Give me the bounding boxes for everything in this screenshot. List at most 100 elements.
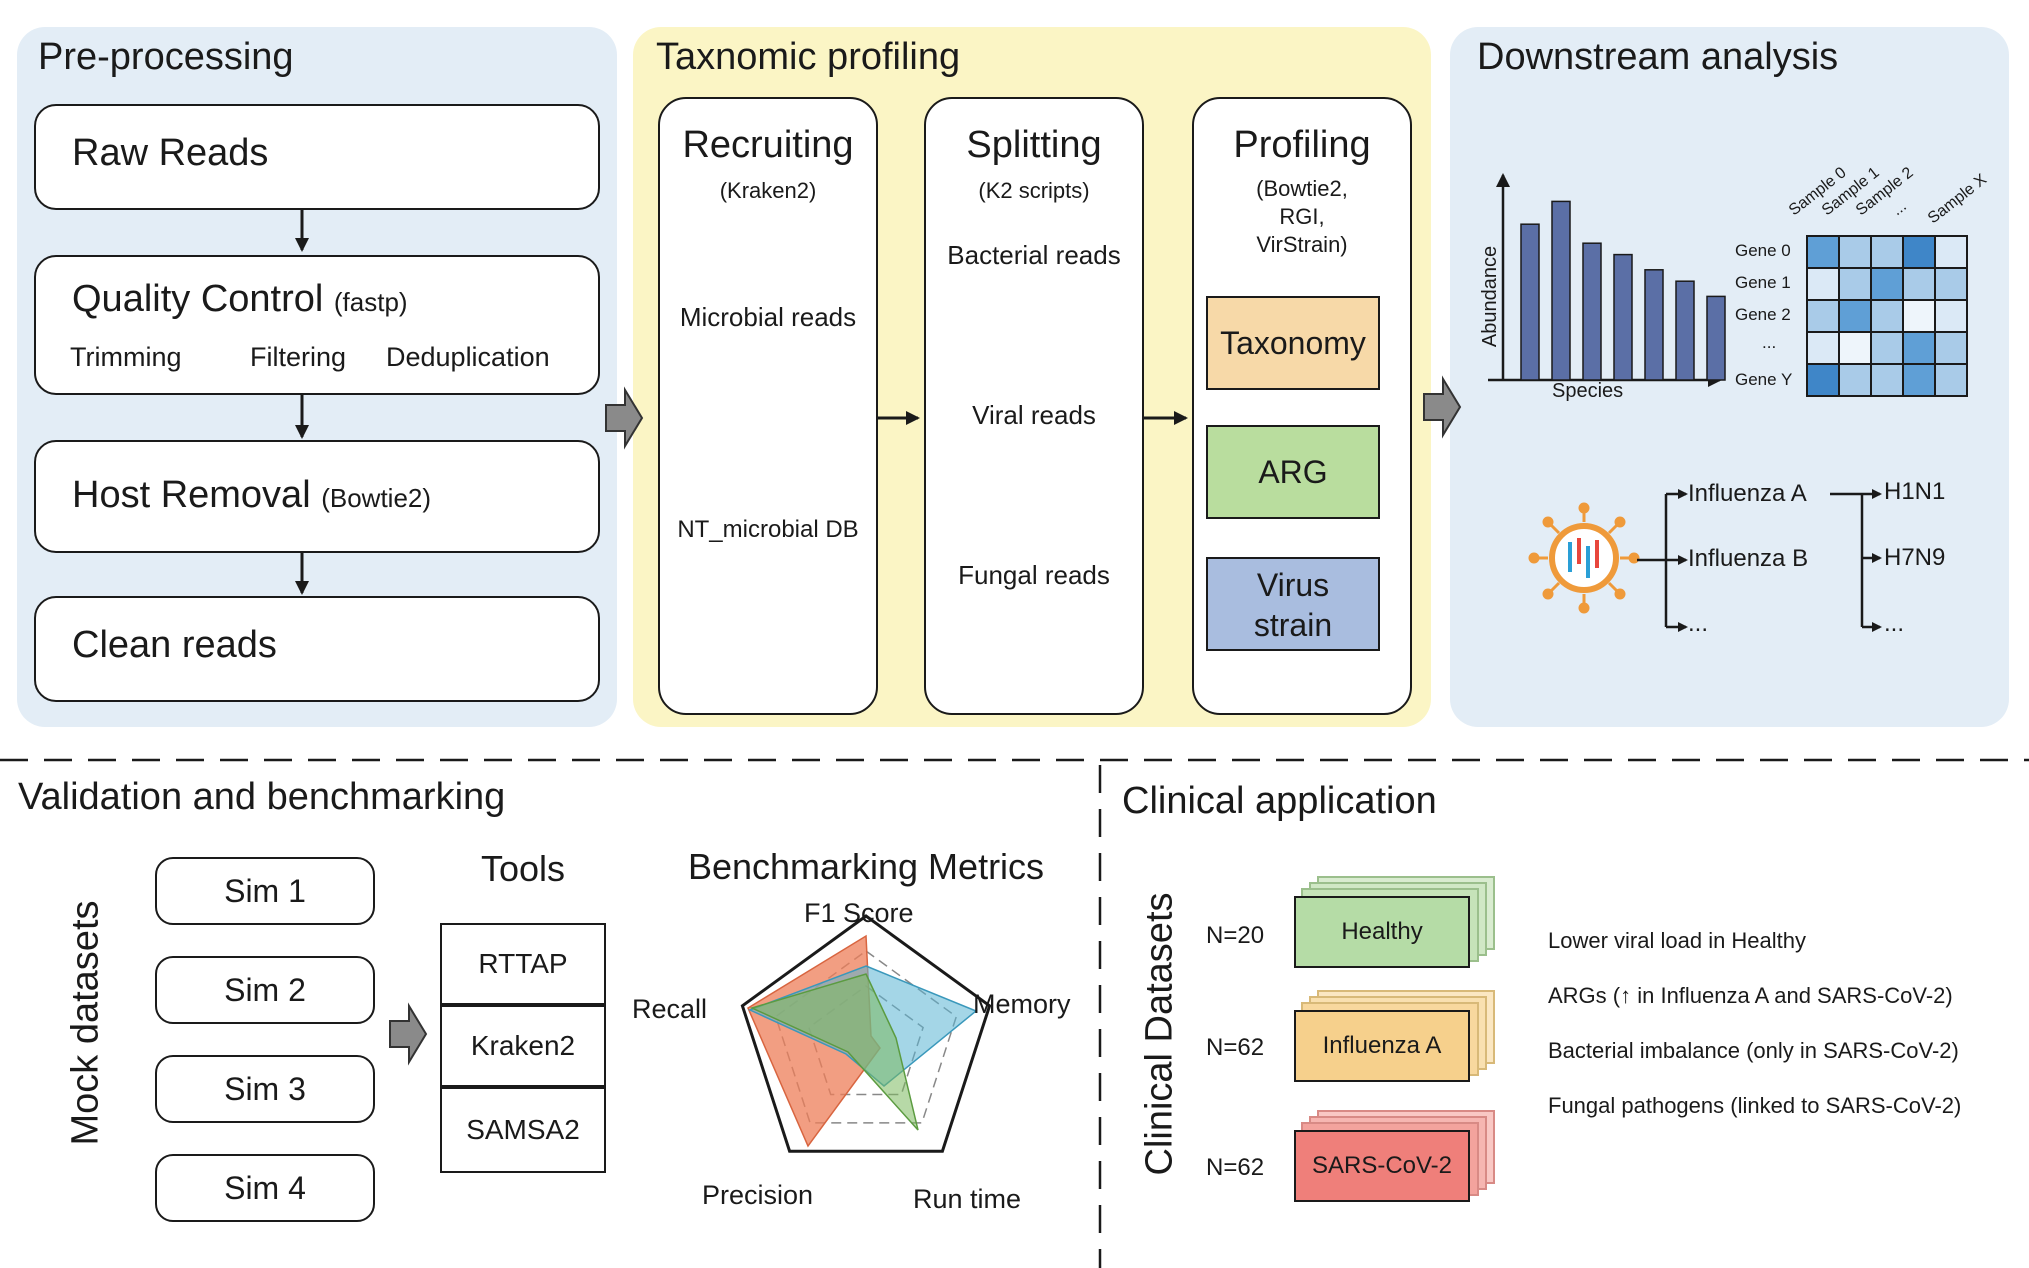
arg-card: ARG: [1206, 425, 1380, 519]
profiling-tool-3: VirStrain): [1256, 232, 1348, 257]
arg-card-label: ARG: [1258, 453, 1328, 490]
validation-title: Validation and benchmarking: [18, 776, 506, 818]
sars-card-label: SARS-CoV-2: [1311, 1152, 1453, 1179]
microbial-reads-label: Microbial reads: [679, 302, 857, 332]
healthy-card-label: Healthy: [1341, 918, 1423, 945]
metric-run-time: Run time: [913, 1184, 1022, 1214]
sim-3-box: Sim 3: [155, 1055, 375, 1123]
heatmap-cell: [1870, 363, 1904, 397]
influenza-card: Influenza A: [1294, 1010, 1470, 1082]
host-removal-title: Host Removal: [72, 474, 311, 516]
influenza-n: N=62: [1206, 1034, 1265, 1061]
species-bar: [1644, 269, 1664, 381]
heatmap-cell: [1838, 299, 1872, 333]
gene-heatmap: [1806, 235, 1968, 397]
strain-influenza-b: Influenza B: [1688, 545, 1809, 572]
heatmap-cell: [1934, 235, 1968, 269]
species-bar: [1520, 223, 1540, 381]
abundance-bar-chart: [1488, 173, 1726, 387]
metric-precision: Precision: [702, 1180, 814, 1210]
nt-microbial-db-label: NT_microbial DB: [677, 516, 859, 543]
heatmap-cell: [1806, 363, 1840, 397]
preprocessing-title: Pre-processing: [38, 36, 294, 78]
tool-samsa2-label: SAMSA2: [466, 1114, 580, 1145]
recruiting-column: [658, 97, 878, 715]
subtype-more: ...: [1884, 610, 1905, 637]
tool-kraken2-label: Kraken2: [470, 1030, 576, 1061]
block-arrow-right-icon: [1423, 375, 1462, 439]
strain-more: ...: [1688, 610, 1709, 637]
heatmap-cell: [1806, 267, 1840, 301]
heatmap-cell: [1838, 363, 1872, 397]
metrics-title: Benchmarking Metrics: [687, 846, 1045, 887]
raw-reads-label: Raw Reads: [72, 132, 269, 174]
clean-reads-box: [34, 596, 600, 702]
heatmap-cell: [1902, 235, 1936, 269]
species-bar: [1582, 242, 1602, 381]
healthy-n: N=20: [1206, 922, 1265, 949]
clinical-datasets-label: Clinical Datasets: [1138, 892, 1181, 1176]
clinical-title: Clinical application: [1122, 780, 1437, 822]
species-bar: [1613, 253, 1633, 381]
viral-reads-label: Viral reads: [972, 400, 1096, 430]
sim-4-label: Sim 4: [224, 1169, 306, 1206]
splitting-column: [924, 97, 1144, 715]
sim-3-label: Sim 3: [224, 1070, 306, 1107]
recruiting-tool: (Kraken2): [719, 178, 817, 203]
profiling-tool-2: RGI,: [1279, 204, 1325, 229]
splitting-title: Splitting: [966, 124, 1102, 166]
heatmap-cell: [1934, 363, 1968, 397]
sars-card: SARS-CoV-2: [1294, 1130, 1470, 1202]
heatmap-cell: [1838, 235, 1872, 269]
heatmap-row-label: Gene 2: [1735, 305, 1791, 324]
abundance-axis-label: Abundance: [1479, 245, 1502, 348]
mock-datasets-label: Mock datasets: [64, 900, 107, 1146]
heatmap-cell: [1902, 331, 1936, 365]
heatmap-cell: [1870, 331, 1904, 365]
downstream-title: Downstream analysis: [1477, 36, 1839, 78]
heatmap-cell: [1838, 331, 1872, 365]
heatmap-row-label: Gene Y: [1735, 370, 1793, 389]
virus-icon: [1528, 502, 1640, 614]
virus-card-label: Virus: [1256, 567, 1330, 603]
block-arrow-right-icon: [389, 1002, 428, 1066]
qc-tool: (fastp): [333, 287, 408, 317]
heatmap-cell: [1870, 299, 1904, 333]
tools-title: Tools: [480, 848, 566, 889]
tool-rttap-label: RTTAP: [478, 948, 568, 979]
subtype-h1n1: H1N1: [1884, 478, 1946, 505]
sim-2-label: Sim 2: [224, 971, 306, 1008]
heatmap-cell: [1934, 299, 1968, 333]
heatmap-cell: [1806, 299, 1840, 333]
sars-n: N=62: [1206, 1154, 1265, 1181]
fungal-reads-label: Fungal reads: [958, 560, 1110, 590]
heatmap-row-label: Gene 1: [1735, 273, 1791, 292]
profiling-tool-1: (Bowtie2,: [1256, 176, 1348, 201]
heatmap-cell: [1806, 331, 1840, 365]
heatmap-cell: [1806, 235, 1840, 269]
heatmap-cell: [1934, 267, 1968, 301]
heatmap-cell: [1902, 267, 1936, 301]
splitting-tool: (K2 scripts): [978, 178, 1090, 203]
heatmap-cell: [1870, 267, 1904, 301]
raw-reads-box: [34, 104, 600, 210]
bacterial-reads-label: Bacterial reads: [947, 240, 1121, 270]
quality-control-box: [34, 255, 600, 395]
metric-memory: Memory: [973, 989, 1071, 1019]
heatmap-cell: [1934, 331, 1968, 365]
host-removal-box: [34, 440, 600, 553]
qc-step-trimming: Trimming: [70, 342, 182, 372]
profiling-title: Profiling: [1233, 124, 1371, 166]
qc-step-deduplication: Deduplication: [386, 342, 550, 372]
taxonomic-title: Taxnomic profiling: [656, 36, 961, 78]
virus-strain-card: Virus strain: [1206, 557, 1380, 651]
heatmap-cell: [1870, 235, 1904, 269]
species-bar: [1551, 200, 1571, 381]
finding-item: ARGs (↑ in Influenza A and SARS-CoV-2): [1548, 983, 1953, 1008]
heatmap-row-label: ...: [1762, 333, 1777, 352]
finding-item: Fungal pathogens (linked to SARS-CoV-2): [1548, 1093, 1962, 1118]
healthy-card: Healthy: [1294, 896, 1470, 968]
sim-1-box: Sim 1: [155, 857, 375, 925]
tool-rttap: RTTAP: [440, 923, 606, 1005]
benchmark-radar-chart: [740, 914, 992, 1153]
